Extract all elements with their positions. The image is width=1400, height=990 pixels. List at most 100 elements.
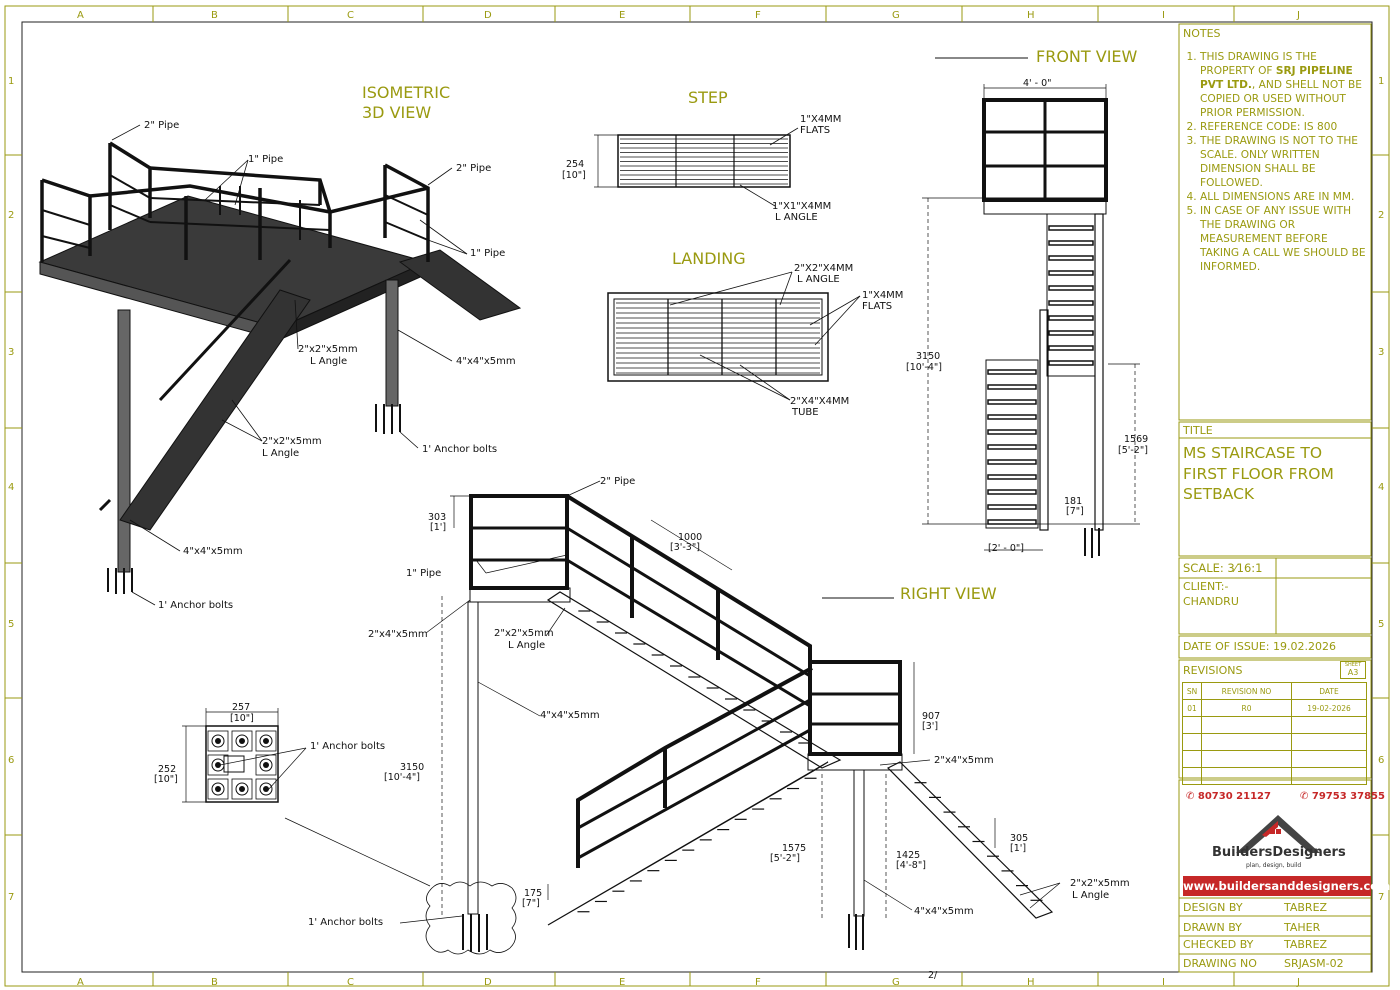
- right-label-anchor: 1' Anchor bolts: [308, 917, 383, 928]
- right-label-angle: 2"x2"x5mm: [494, 628, 554, 639]
- landing-outline: [607, 292, 829, 382]
- grid-row-left: 1: [8, 76, 14, 87]
- step-label-flats2: FLATS: [800, 125, 830, 136]
- right-label-2in-pipe: 2" Pipe: [600, 476, 635, 487]
- grid-row-right: 5: [1378, 619, 1384, 630]
- right-dim-3150-imp: [10'-4"]: [384, 772, 420, 783]
- note-item: ALL DIMENSIONS ARE IN MM.: [1200, 190, 1370, 204]
- checked-by: TABREZ: [1284, 938, 1328, 951]
- design-by: TABREZ: [1284, 901, 1328, 914]
- landing-label-angle2: L ANGLE: [797, 274, 840, 285]
- iso-anchor-bolts-left: [107, 568, 133, 594]
- grid-row-right: 2: [1378, 210, 1384, 221]
- right-label-column2: 4"x4"x5mm: [914, 906, 974, 917]
- iso-label-1in-pipe-b: 1" Pipe: [470, 248, 505, 259]
- base-plate-anchor: 1' Anchor bolts: [310, 741, 385, 752]
- grid-row-right: 3: [1378, 347, 1384, 358]
- front-small: 181: [1064, 496, 1082, 507]
- issue-label: DATE OF ISSUE:: [1183, 640, 1270, 653]
- sheet-value: A3: [1347, 668, 1359, 677]
- step-title: STEP: [688, 88, 728, 107]
- front-small-imp: [7"]: [1066, 506, 1084, 517]
- grid-col-top: J: [1296, 10, 1300, 21]
- drawn-by-label: DRAWN BY: [1183, 921, 1242, 934]
- right-scale-mark: 2/: [928, 970, 938, 981]
- right-label-beam: 2"x4"x5mm: [368, 629, 428, 640]
- front-width: 4' - 0": [1023, 78, 1052, 89]
- right-dim-1000: 1000: [678, 532, 702, 543]
- right-dim-1575-imp: [5'-2"]: [770, 853, 800, 864]
- phone-2: ✆ 79753 37855: [1300, 791, 1385, 802]
- phone-icon: ✆: [1186, 791, 1198, 802]
- step-label-flats: 1"X4MM: [800, 114, 841, 125]
- revisions-label: REVISIONS: [1183, 664, 1243, 677]
- grid-col-bottom: A: [77, 977, 84, 988]
- grid-col-top: D: [484, 10, 492, 21]
- grid-col-top: I: [1162, 10, 1165, 21]
- grid-col-bottom: D: [484, 977, 492, 988]
- grid-col-bottom: G: [892, 977, 900, 988]
- brand-tag: plan, design, build: [1246, 862, 1302, 869]
- landing-label-flats2: FLATS: [862, 301, 892, 312]
- grid-col-top: B: [211, 10, 218, 21]
- iso-label-angle-b: L Angle: [310, 356, 347, 367]
- iso-column-right: [385, 279, 399, 407]
- title-label: TITLE: [1183, 424, 1213, 437]
- right-dim-305: 305: [1010, 833, 1028, 844]
- drawn-by: TAHER: [1284, 921, 1321, 934]
- sheet-box: SHEET A3: [1340, 661, 1366, 679]
- grid-row-left: 4: [8, 482, 14, 493]
- right-dim-305-imp: [1']: [1010, 843, 1026, 854]
- outer-border: [4, 5, 1390, 987]
- front-bottom: [2' - 0"]: [988, 543, 1024, 554]
- base-plate: [205, 725, 279, 803]
- grid-row-right: 7: [1378, 892, 1384, 903]
- iso-midrails: [41, 174, 429, 249]
- iso-label-angle2: 2"x2"x5mm: [262, 436, 322, 447]
- notes-title: NOTES: [1183, 27, 1221, 40]
- landing-title: LANDING: [672, 249, 746, 268]
- grid-row-right: 4: [1378, 482, 1384, 493]
- right-label-column: 4"x4"x5mm: [540, 710, 600, 721]
- iso-anchor-bolts-right: [375, 404, 401, 434]
- client-name: CHANDRU: [1183, 595, 1239, 608]
- grid-col-top: A: [77, 10, 84, 21]
- right-label-beam2: 2"x4"x5mm: [934, 755, 994, 766]
- right-dim-1575: 1575: [782, 843, 806, 854]
- step-dim: 254: [566, 159, 584, 170]
- grid-col-bottom: J: [1296, 977, 1300, 988]
- right-view: RIGHT VIEW: [284, 476, 1130, 981]
- note-item: IN CASE OF ANY ISSUE WITH THE DRAWING OR…: [1200, 204, 1370, 274]
- iso-label-anchor: 1' Anchor bolts: [422, 444, 497, 455]
- right-dim-1000-imp: [3'-3"]: [670, 542, 700, 553]
- issue-date: 19.02.2026: [1273, 640, 1336, 653]
- step-dim-imp: [10"]: [562, 170, 586, 181]
- grid-col-bottom: I: [1162, 977, 1165, 988]
- landing-view: LANDING 2"X2"X4MM L ANGLE 1"X4MM FLATS 2…: [607, 249, 903, 418]
- grid-row-right: 1: [1378, 76, 1384, 87]
- iso-label-column2: 4"x4"x5mm: [183, 546, 243, 557]
- client-label: CLIENT:-: [1183, 580, 1229, 593]
- front-view: FRONT VIEW 4' - 0" 3150 [10'-4"] 1569 [5…: [906, 47, 1148, 558]
- rev-row: [1182, 733, 1367, 751]
- rev-header: DATE: [1291, 682, 1367, 700]
- right-dim-907-imp: [3']: [922, 721, 938, 732]
- iso-label-column: 4"x4"x5mm: [456, 356, 516, 367]
- right-dim-303-imp: [1']: [430, 522, 446, 533]
- landing-label-flats: 1"X4MM: [862, 290, 903, 301]
- step-outline: [617, 134, 791, 188]
- phone-icon-2: ✆: [1300, 791, 1312, 802]
- anchor-detail-cloud: [425, 881, 517, 955]
- grid-row-left: 5: [8, 619, 14, 630]
- sheet-label: SHEET: [1344, 662, 1362, 668]
- base-plate-height: 252: [158, 764, 176, 775]
- iso-label-1in-pipe: 1" Pipe: [248, 154, 283, 165]
- right-label-1in-pipe: 1" Pipe: [406, 568, 441, 579]
- grid-col-top: C: [347, 10, 354, 21]
- right-dim-1425-imp: [4'-8"]: [896, 860, 926, 871]
- step-view: STEP 254 [10"] 1"X4MM FLATS 1"X1"X4MM L …: [562, 88, 841, 223]
- isometric-title-line1: ISOMETRIC: [362, 83, 450, 102]
